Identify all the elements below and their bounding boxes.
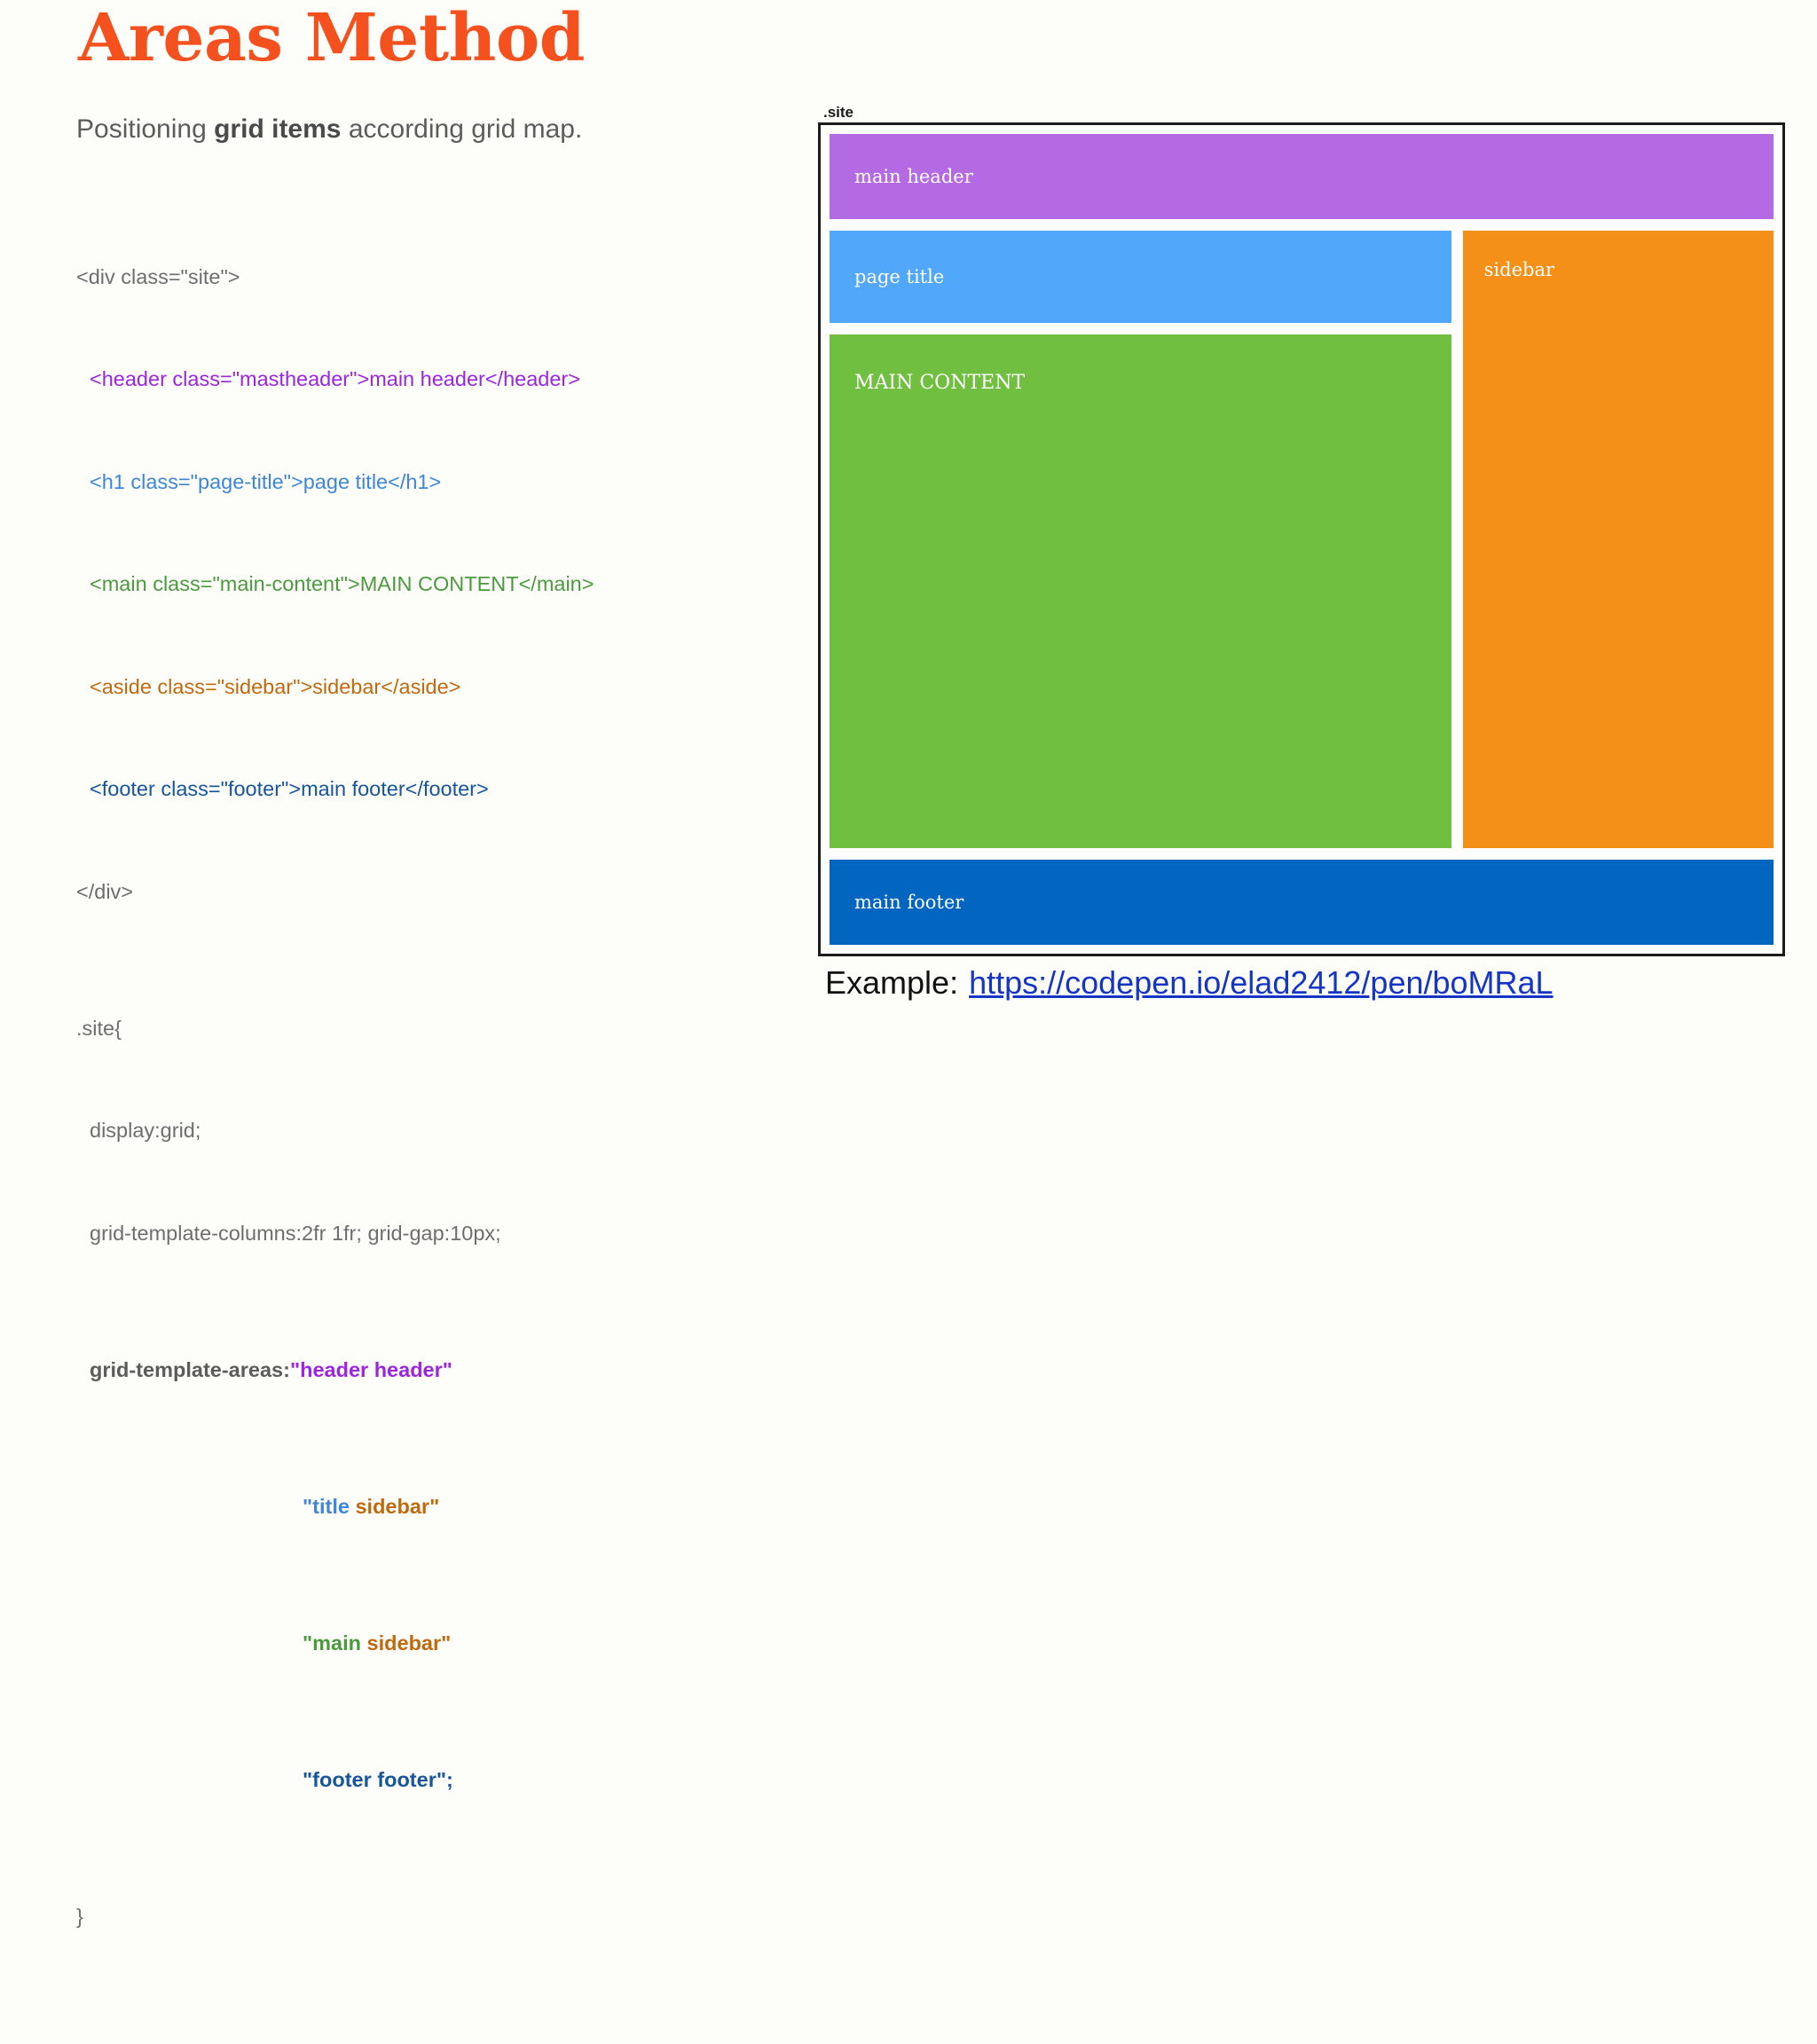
example-label: Example:	[825, 964, 959, 1001]
code-line-main: <main class="main-content">MAIN CONTENT<…	[90, 572, 594, 595]
areas-cell-a-1: title	[312, 1494, 350, 1518]
areas-cell-b-3: footer	[377, 1767, 437, 1791]
areas-quote-open-2: "	[303, 1631, 313, 1655]
code-line-sidebar: <aside class="sidebar">sidebar</aside>	[90, 674, 461, 698]
diagram-label-title: page title	[854, 266, 945, 287]
code-line-open-div: <div class="site">	[76, 264, 240, 288]
areas-quote-close-0: "	[442, 1357, 452, 1381]
areas-terminator: ;	[446, 1767, 453, 1791]
code-line-site-selector: .site{	[76, 1016, 122, 1040]
diagram-area-main: MAIN CONTENT	[830, 334, 1451, 848]
areas-cell-a-0: header	[300, 1357, 369, 1381]
code-line-header: <header class="mastheader">main header</…	[90, 367, 580, 390]
code-line-areas-row-2: "main sidebar"	[76, 1626, 786, 1661]
diagram-site-box: main header page title MAIN CONTENT side…	[818, 122, 1785, 956]
subtitle-prefix: Positioning	[76, 114, 215, 144]
code-line-display: display:grid;	[90, 1119, 201, 1142]
diagram-label-main: MAIN CONTENT	[854, 372, 1026, 394]
subtitle-suffix: according grid map.	[341, 114, 583, 144]
code-line-columns: grid-template-columns:2fr 1fr; grid-gap:…	[90, 1221, 501, 1245]
page-title: Areas Method	[78, 0, 585, 76]
areas-quote-open-3: "	[303, 1767, 313, 1791]
areas-quote-close-1: "	[429, 1494, 440, 1518]
example-link[interactable]: https://codepen.io/elad2412/pen/boMRaL	[969, 964, 1553, 1001]
areas-cell-a-2: main	[312, 1631, 362, 1655]
diagram-area-header: main header	[830, 134, 1774, 219]
code-line-close-site: }	[76, 1904, 83, 1928]
areas-cell-b-0: header	[374, 1357, 443, 1381]
areas-cell-a-3: footer	[312, 1767, 372, 1791]
areas-quote-close-3: "	[436, 1767, 446, 1791]
areas-quote-open-0: "	[289, 1357, 301, 1381]
diagram-label-sidebar: sidebar	[1483, 259, 1555, 280]
code-line-areas-row-1: "title sidebar"	[76, 1490, 786, 1524]
areas-quote-close-2: "	[441, 1631, 452, 1655]
diagram-label-footer: main footer	[854, 892, 964, 913]
code-blank-line	[76, 2001, 786, 2035]
subtitle-emphasis: grid items	[214, 114, 342, 144]
areas-cell-b-1: sidebar	[355, 1494, 430, 1518]
diagram-area-title: page title	[830, 231, 1451, 323]
code-line-close-div: </div>	[76, 879, 134, 903]
diagram-label-header: main header	[854, 166, 973, 187]
code-line-footer: <footer class="footer">main footer</foot…	[90, 777, 489, 800]
areas-property: grid-template-areas:	[90, 1357, 290, 1381]
code-line-page-title: <h1 class="page-title">page title</h1>	[90, 469, 442, 493]
areas-cell-b-2: sidebar	[366, 1631, 442, 1655]
code-block: <div class="site"> <header class="masthe…	[76, 157, 786, 2044]
subtitle: Positioning grid items according grid ma…	[76, 112, 786, 146]
code-line-areas-row-0: grid-template-areas:"header header"	[76, 1353, 786, 1388]
code-line-areas-row-3: "footer footer";	[76, 1763, 786, 1797]
code-column: Positioning grid items according grid ma…	[76, 112, 786, 2044]
diagram-grid: main header page title MAIN CONTENT side…	[830, 134, 1774, 945]
diagram-area-sidebar: sidebar	[1462, 231, 1774, 848]
grid-diagram: .site main header page title MAIN CONTEN…	[818, 105, 1785, 956]
example-line: Example: https://codepen.io/elad2412/pen/…	[825, 967, 1553, 999]
diagram-container-label: .site	[823, 104, 854, 121]
diagram-area-footer: main footer	[830, 860, 1774, 945]
areas-quote-open-1: "	[303, 1494, 313, 1518]
